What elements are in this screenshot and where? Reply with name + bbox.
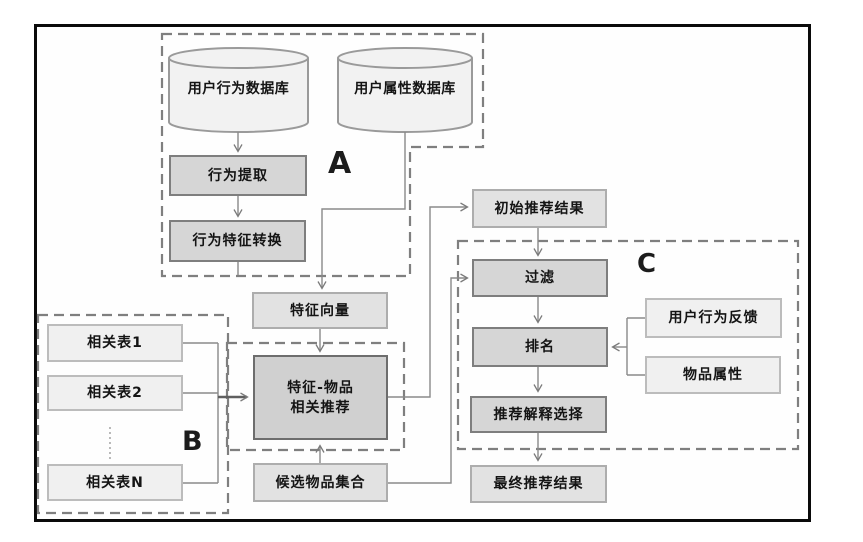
group-label-c: C — [637, 249, 657, 279]
node-related-table-n: 相关表N — [47, 464, 183, 501]
group-label-a: A — [328, 146, 352, 181]
group-c-dashed-region — [456, 239, 800, 451]
node-ranking: 排名 — [472, 327, 608, 367]
node-user-behavior-db: 用户行为数据库 — [187, 81, 290, 97]
group-label-b: B — [182, 426, 203, 457]
user-attribute-database-cylinder — [337, 47, 473, 133]
node-filtering: 过滤 — [472, 259, 608, 297]
connectors — [109, 132, 645, 484]
node-item-attributes: 物品属性 — [645, 356, 781, 394]
group-a-dashed-region — [160, 32, 485, 278]
node-behavior-extraction: 行为提取 — [169, 155, 307, 196]
node-final-recommendation-result: 最终推荐结果 — [470, 465, 607, 503]
node-user-attribute-db: 用户属性数据库 — [354, 81, 456, 97]
node-initial-recommendation-result: 初始推荐结果 — [472, 189, 607, 228]
node-feature-item-recommendation: 特征-物品 相关推荐 — [253, 355, 388, 440]
node-feature-vector: 特征向量 — [252, 292, 388, 329]
node-behavior-feature-conversion: 行为特征转换 — [169, 220, 306, 262]
node-user-behavior-feedback: 用户行为反馈 — [645, 298, 782, 338]
node-related-table-1: 相关表1 — [47, 324, 183, 362]
node-candidate-item-set: 候选物品集合 — [253, 463, 388, 502]
node-explanation-selection: 推荐解释选择 — [470, 396, 607, 433]
node-related-table-2: 相关表2 — [47, 375, 183, 411]
